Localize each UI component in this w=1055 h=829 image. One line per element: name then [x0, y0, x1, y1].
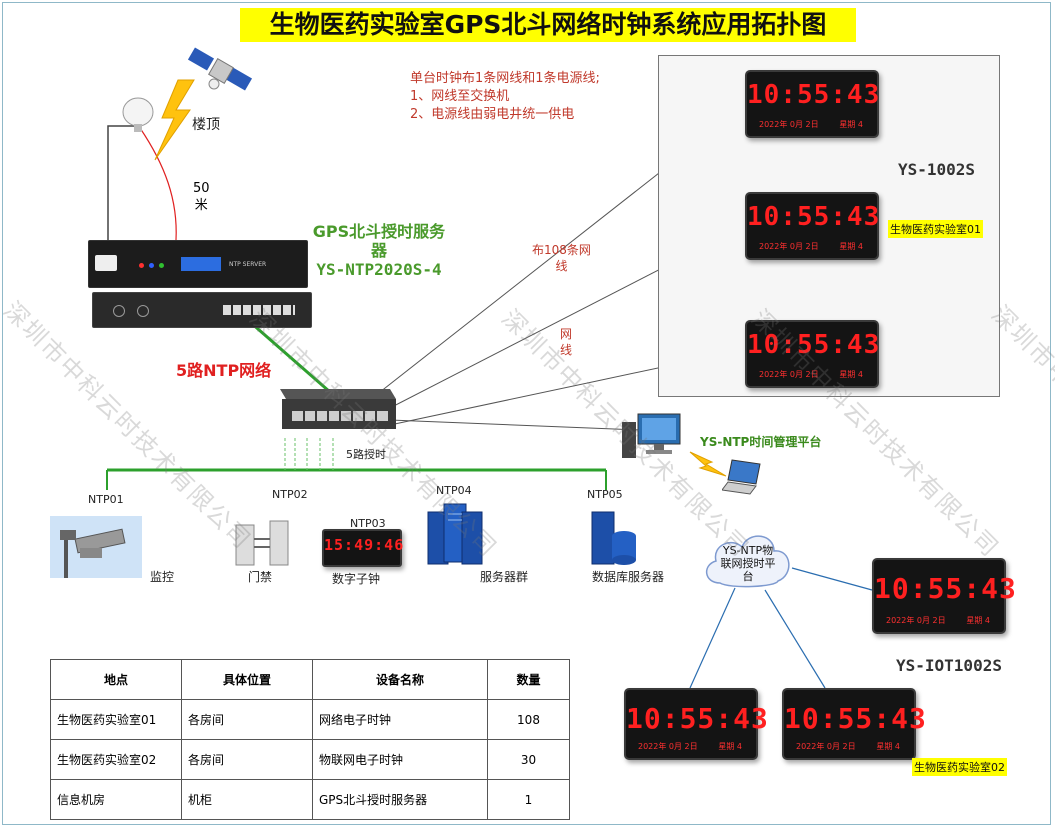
cloud-link-1	[689, 587, 736, 689]
table-cell: 各房间	[181, 699, 313, 740]
table-header: 数量	[487, 659, 570, 700]
cable-label-108: 布108条网 线	[532, 243, 591, 273]
network-clock: 10:55:43 2022年 0月 2日 星期 4	[745, 70, 879, 138]
server-switch-link	[249, 320, 331, 394]
table-row: 信息机房 机柜 GPS北斗授时服务器 1	[50, 779, 570, 820]
table-cell: 物联网电子时钟	[312, 739, 488, 780]
roof-label: 楼顶	[192, 117, 220, 133]
node-label-ntp03: 数字子钟	[332, 572, 381, 586]
install-notes: 单台时钟布1条网线和1条电源线; 1、网线至交换机 2、电源线由弱电井统一供电	[410, 71, 600, 122]
table-cell: 108	[487, 699, 570, 740]
node-id-ntp03: NTP03	[350, 517, 386, 530]
node-id-ntp01: NTP01	[88, 493, 124, 506]
table-cell: 网络电子时钟	[312, 699, 488, 740]
digital-sub-clock: 15:49:46	[322, 529, 403, 567]
table-cell: 生物医药实验室02	[50, 739, 182, 780]
switch-label: 5路授时	[346, 448, 386, 461]
cloud-label: YS-NTP物 联网授时平 台	[720, 544, 776, 583]
table-cell: 30	[487, 739, 570, 780]
table-header: 具体位置	[181, 659, 313, 700]
status-led-icon	[149, 263, 154, 268]
node-id-ntp05: NTP05	[587, 488, 623, 501]
brand-logo	[95, 255, 117, 271]
ntp-server-rear	[92, 292, 312, 328]
ntp-server-front: NTP SERVER	[88, 240, 308, 288]
antenna-cable	[107, 125, 134, 262]
ethernet-ports	[223, 305, 295, 315]
pc-icon	[622, 413, 681, 458]
node-label-ntp04: 服务器群	[480, 570, 529, 584]
ntp-network-label: 5路NTP网络	[176, 361, 272, 380]
database-server-icon	[591, 511, 636, 565]
power-port-icon	[113, 305, 125, 317]
platform-label: YS-NTP时间管理平台	[700, 435, 822, 449]
network-switch	[280, 389, 396, 429]
antenna-port-icon	[137, 305, 149, 317]
table-cell: 1	[487, 779, 570, 820]
iot-clock: 10:55:43 2022年 0月 2日 星期 4	[782, 688, 926, 760]
table-cell: GPS北斗授时服务器	[312, 779, 488, 820]
node-label-ntp02: 门禁	[248, 570, 273, 584]
status-led-icon	[139, 263, 144, 268]
lcd-display	[181, 257, 221, 271]
cloud-icon	[706, 535, 790, 588]
cloud-link-2	[764, 589, 826, 689]
equipment-table: 地点 具体位置 设备名称 数量 生物医药实验室01 各房间 网络电子时钟 108…	[50, 659, 570, 820]
network-clock: 10:55:43 2022年 0月 2日 星期 4	[745, 192, 879, 260]
laptop-icon	[722, 459, 761, 495]
antenna-red-cable	[139, 127, 177, 241]
table-header-row: 地点 具体位置 设备名称 数量	[50, 659, 570, 700]
table-cell: 机柜	[181, 779, 313, 820]
table-row: 生物医药实验室01 各房间 网络电子时钟 108	[50, 699, 570, 740]
table-row: 生物医药实验室02 各房间 物联网电子时钟 30	[50, 739, 570, 780]
node-label-ntp01: 监控	[150, 570, 175, 584]
table-header: 地点	[50, 659, 182, 700]
node-id-ntp02: NTP02	[272, 488, 308, 501]
gps-antenna-icon	[122, 97, 154, 132]
link-platform	[389, 419, 641, 431]
server-label: GPS北斗授时服务 器 YS-NTP2020S-4	[312, 222, 446, 279]
satellite-icon	[188, 47, 253, 91]
table-cell: 信息机房	[50, 779, 182, 820]
wireless-bolt-small-icon	[689, 451, 727, 477]
network-clock: 10:55:43 2022年 0月 2日 星期 4	[745, 320, 879, 388]
access-gate-icon	[235, 520, 289, 566]
lab-02-label: 生物医药实验室02	[912, 758, 1007, 776]
wireless-bolt-icon	[154, 79, 195, 161]
node-id-ntp04: NTP04	[436, 484, 472, 497]
node-label-ntp05: 数据库服务器	[592, 570, 665, 584]
table-cell: 生物医药实验室01	[50, 699, 182, 740]
cloud-link-3	[791, 567, 873, 591]
model-label-bottom: YS-IOT1002S	[896, 656, 1002, 675]
model-label-top: YS-1002S	[898, 160, 976, 179]
cable-label-network: 网 线	[560, 327, 573, 357]
lab-01-label: 生物医药实验室01	[888, 220, 983, 238]
iot-clock: 10:55:43 2022年 0月 2日 星期 4	[624, 688, 768, 760]
server-cluster-icon	[427, 503, 483, 565]
cable-length-label: 50 米	[193, 181, 210, 213]
iot-clock: 10:55:43 2022年 0月 2日 星期 4	[872, 558, 1016, 634]
table-cell: 各房间	[181, 739, 313, 780]
camera-icon	[50, 516, 142, 578]
status-led-icon	[159, 263, 164, 268]
table-header: 设备名称	[312, 659, 488, 700]
server-front-text: NTP SERVER	[229, 261, 267, 268]
page-title: 生物医药实验室GPS北斗网络时钟系统应用拓扑图	[240, 8, 856, 42]
